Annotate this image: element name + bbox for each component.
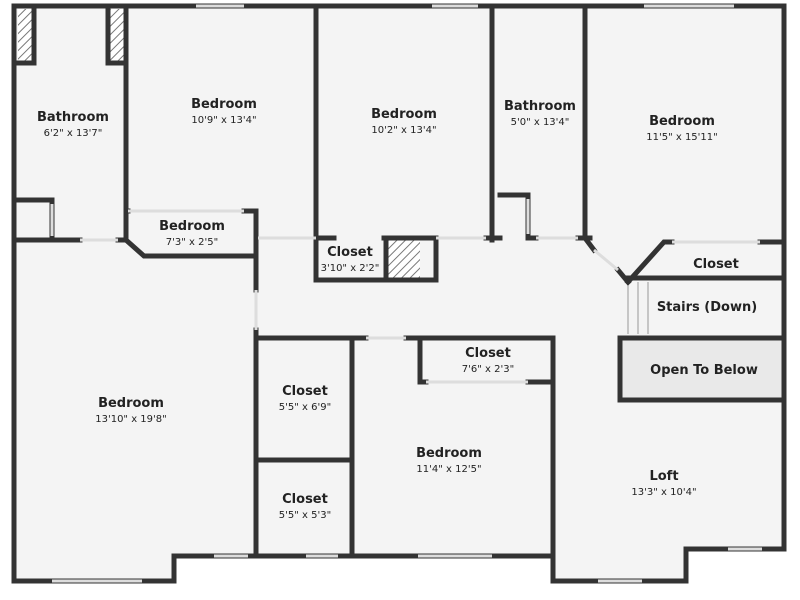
room-name: Bedroom [416,446,482,461]
room-name: Bedroom [159,219,225,234]
floor-area [14,6,784,581]
room-name: Closet [327,245,373,260]
room-dimensions: 3'10" x 2'2" [321,263,380,274]
room-name: Closet [282,492,328,507]
room-dimensions: 11'5" x 15'11" [646,132,718,143]
stairs-treads [627,282,649,334]
room-name: Bedroom [191,97,257,112]
room-dimensions: 6'2" x 13'7" [44,128,103,139]
room-dimensions: 13'3" x 10'4" [631,487,696,498]
chase-hatch [388,240,420,280]
room-name: Bedroom [649,114,715,129]
room-name: Closet [282,384,328,399]
room-name: Bathroom [504,99,576,114]
room-name: Bathroom [37,110,109,125]
room-name: Closet [693,257,739,272]
room-name: Open To Below [650,363,758,378]
room-name: Bedroom [371,107,437,122]
chase-hatch [110,9,124,63]
room-name: Bedroom [98,396,164,411]
room-dimensions: 7'3" x 2'5" [166,237,218,248]
room-dimensions: 5'0" x 13'4" [511,117,570,128]
room-dimensions: 10'2" x 13'4" [371,125,436,136]
room-labels: Bathroom 6'2" x 13'7" Bedroom 10'9" x 13… [37,97,758,521]
open-to-below-area [620,338,784,400]
chase-hatch [18,9,32,63]
room-name: Stairs (Down) [657,300,757,315]
room-name: Closet [465,346,511,361]
room-dimensions: 5'5" x 5'3" [279,510,331,521]
room-dimensions: 7'6" x 2'3" [462,364,514,375]
room-dimensions: 13'10" x 19'8" [95,414,167,425]
windows [50,4,762,583]
room-dimensions: 10'9" x 13'4" [191,115,256,126]
room-dimensions: 5'5" x 6'9" [279,402,331,413]
room-name: Loft [649,469,678,484]
room-dimensions: 11'4" x 12'5" [416,464,481,475]
